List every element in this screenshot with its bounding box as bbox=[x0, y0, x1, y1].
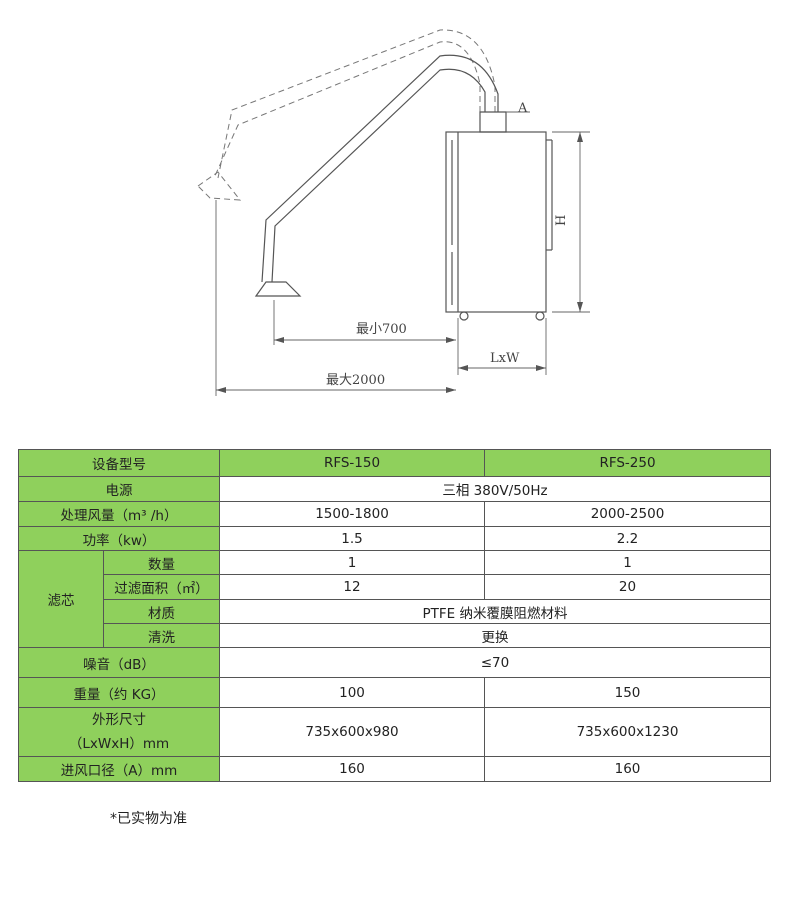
arm-min-position bbox=[254, 54, 507, 297]
quantity-rfs250: 1 bbox=[484, 550, 771, 575]
quantity-rfs150: 1 bbox=[219, 550, 485, 575]
model-rfs150: RFS-150 bbox=[219, 449, 485, 477]
area-rfs250: 20 bbox=[484, 574, 771, 600]
label-noise: 噪音（dB） bbox=[18, 647, 220, 678]
label-filter-material: 材质 bbox=[103, 599, 220, 624]
dimensions-rfs250: 735x600x1230 bbox=[484, 707, 771, 757]
value-power-supply: 三相 380V/50Hz bbox=[219, 476, 771, 502]
cabinet bbox=[445, 131, 553, 321]
label-dimensions-line2: （LxWxH）mm bbox=[68, 736, 170, 752]
weight-rfs250: 150 bbox=[484, 677, 771, 708]
row-filter-cleaning: 清洗 更换 bbox=[19, 623, 771, 648]
airflow-rfs150: 1500-1800 bbox=[219, 501, 485, 527]
row-noise: 噪音（dB） ≤70 bbox=[18, 647, 771, 678]
label-airflow: 处理风量（m³ /h） bbox=[18, 501, 220, 527]
label-dimensions: 外形尺寸 （LxWxH）mm bbox=[18, 707, 220, 757]
label-inlet: 进风口径（A）mm bbox=[18, 756, 220, 782]
label-power-supply: 电源 bbox=[18, 476, 220, 502]
label-filter-group: 滤芯 bbox=[18, 550, 104, 648]
inlet-rfs150: 160 bbox=[219, 756, 485, 782]
label-max: 最大2000 bbox=[326, 373, 385, 388]
label-min: 最小700 bbox=[356, 322, 407, 337]
value-filter-cleaning: 更换 bbox=[219, 623, 771, 648]
label-weight: 重量（约 KG） bbox=[18, 677, 220, 708]
model-rfs250: RFS-250 bbox=[484, 449, 771, 477]
dimension-arrows bbox=[216, 132, 583, 393]
label-power: 功率（kw） bbox=[18, 526, 220, 551]
area-rfs150: 12 bbox=[219, 574, 485, 600]
value-noise: ≤70 bbox=[219, 647, 771, 678]
inlet-rfs250: 160 bbox=[484, 756, 771, 782]
label-dimensions-line1: 外形尺寸 bbox=[92, 712, 146, 728]
airflow-rfs250: 2000-2500 bbox=[484, 501, 771, 527]
label-lxw: LxW bbox=[490, 351, 520, 366]
technical-drawing: A H LxW 最小700 最大2000 bbox=[197, 29, 590, 396]
power-rfs250: 2.2 bbox=[484, 526, 771, 551]
label-filter-area: 过滤面积（㎡） bbox=[103, 574, 220, 600]
power-rfs150: 1.5 bbox=[219, 526, 485, 551]
row-filter-material: 材质 PTFE 纳米覆膜阻燃材料 bbox=[19, 599, 771, 624]
footnote: *已实物为准 bbox=[110, 811, 187, 827]
row-weight: 重量（约 KG） 100 150 bbox=[18, 677, 771, 708]
label-model: 设备型号 bbox=[18, 449, 220, 477]
spec-table: 设备型号 RFS-150 RFS-250 电源 三相 380V/50Hz 处理风… bbox=[18, 449, 771, 782]
row-power: 功率（kw） 1.5 2.2 bbox=[18, 526, 771, 551]
row-dimensions: 外形尺寸 （LxWxH）mm 735x600x980 735x600x1230 bbox=[18, 707, 771, 757]
row-filter-quantity: 滤芯 数量 1 1 bbox=[18, 550, 771, 648]
value-filter-material: PTFE 纳米覆膜阻燃材料 bbox=[219, 599, 771, 624]
arm-max-position bbox=[197, 29, 496, 201]
dimension-lines bbox=[215, 111, 590, 396]
label-a: A bbox=[517, 101, 528, 116]
dimensions-rfs150: 735x600x980 bbox=[219, 707, 485, 757]
row-model: 设备型号 RFS-150 RFS-250 bbox=[18, 449, 771, 477]
row-inlet: 进风口径（A）mm 160 160 bbox=[18, 756, 771, 782]
weight-rfs150: 100 bbox=[219, 677, 485, 708]
row-airflow: 处理风量（m³ /h） 1500-1800 2000-2500 bbox=[18, 501, 771, 527]
label-filter-cleaning: 清洗 bbox=[103, 623, 220, 648]
row-filter-area: 过滤面积（㎡） 12 20 bbox=[19, 574, 771, 600]
label-h: H bbox=[554, 215, 569, 226]
label-filter-quantity: 数量 bbox=[103, 550, 220, 575]
row-power-supply: 电源 三相 380V/50Hz bbox=[18, 476, 771, 502]
